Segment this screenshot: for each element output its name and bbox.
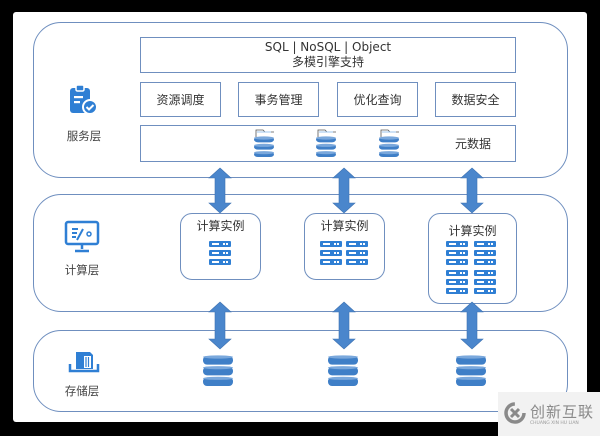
server-icon [209, 250, 231, 256]
compute-instance-title: 计算实例 [448, 224, 497, 238]
server-icon [474, 270, 496, 276]
metadata-database-icon [316, 129, 336, 157]
compute-instance-title: 计算实例 [196, 219, 245, 233]
server-icon [446, 259, 468, 265]
watermark-text: 创新互联 [530, 403, 595, 421]
server-icon [346, 250, 368, 256]
server-icon [474, 250, 496, 256]
database-icon [203, 355, 233, 386]
watermark: 创新互联 CHUANG XIN HU LIAN [498, 392, 600, 436]
server-icon [474, 259, 496, 265]
service-layer-label: 服务层 [66, 129, 102, 143]
bidirectional-arrow [460, 301, 484, 350]
module-data-security: 数据安全 [435, 82, 516, 117]
watermark-subtext: CHUANG XIN HU LIAN [530, 421, 579, 426]
server-icon [209, 259, 231, 265]
server-icon [446, 270, 468, 276]
server-icon [474, 241, 496, 247]
bidirectional-arrow [208, 301, 232, 350]
server-icon [446, 279, 468, 285]
compute-layer-label: 计算层 [64, 263, 100, 277]
server-icon [320, 250, 342, 256]
module-query-optimization: 优化查询 [337, 82, 418, 117]
server-icon [346, 241, 368, 247]
server-icon [346, 259, 368, 265]
compute-instance: 计算实例 [428, 213, 517, 304]
server-icon [320, 241, 342, 247]
compute-instance: 计算实例 [180, 213, 261, 280]
server-icon [446, 250, 468, 256]
brand-logo-icon [504, 402, 526, 424]
server-icon [209, 241, 231, 247]
server-icon [320, 259, 342, 265]
module-resource-scheduling: 资源调度 [140, 82, 221, 117]
database-icon [328, 355, 358, 386]
clipboard-check-icon [70, 84, 98, 115]
metadata-database-icon [254, 129, 274, 157]
server-icon [474, 288, 496, 294]
server-icon [446, 241, 468, 247]
bidirectional-arrow [460, 167, 484, 214]
engine-caption: 多模引擎支持 [291, 55, 364, 69]
monitor-chart-icon [64, 220, 100, 253]
compute-instance: 计算实例 [304, 213, 385, 280]
bidirectional-arrow [208, 167, 232, 214]
bidirectional-arrow [332, 167, 356, 214]
bidirectional-arrow [332, 301, 356, 350]
storage-box-icon [68, 352, 100, 373]
metadata-label: 元数据 [454, 137, 491, 151]
server-icon [474, 279, 496, 285]
multi-engine-box: SQL | NoSQL | Object 多模引擎支持 [140, 37, 516, 73]
compute-instance-title: 计算实例 [320, 219, 369, 233]
engine-types: SQL | NoSQL | Object [264, 40, 392, 54]
database-icon [456, 355, 486, 386]
storage-layer-label: 存储层 [64, 384, 100, 398]
server-icon [446, 288, 468, 294]
metadata-database-icon [379, 129, 399, 157]
module-transaction-management: 事务管理 [238, 82, 319, 117]
